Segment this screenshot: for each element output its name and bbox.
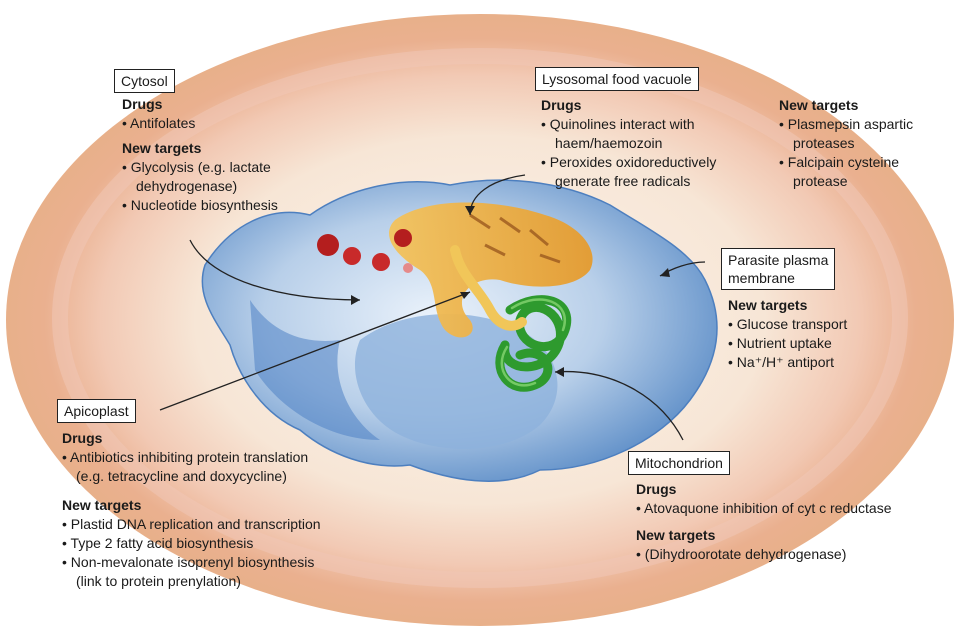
lysosomal-drug-line-1: haem/haemozoin: [541, 134, 716, 153]
mitochondrion-drug-line-0: • Atovaquone inhibition of cyt c reducta…: [636, 499, 892, 518]
lysosomal-drugs-heading: Drugs: [541, 96, 716, 115]
apicoplast-target-line-0: • Plastid DNA replication and transcript…: [62, 515, 321, 534]
apicoplast-target-line-1: • Type 2 fatty acid biosynthesis: [62, 534, 321, 553]
plasma-membrane-target-line-0: • Glucose transport: [728, 315, 847, 334]
lysosomal-drug-line-2: • Peroxides oxidoreductively: [541, 153, 716, 172]
lysosomal-target-line-2: • Falcipain cysteine: [779, 153, 913, 172]
apicoplast-drugs-heading: Drugs: [62, 429, 321, 448]
plasma-membrane-label-line-1: membrane: [728, 269, 828, 287]
apicoplast-drug-line-0: • Antibiotics inhibiting protein transla…: [62, 448, 321, 467]
lysosomal-drug-line-3: generate free radicals: [541, 172, 716, 191]
apicoplast-targets-heading: New targets: [62, 496, 321, 515]
lysosomal-target-line-3: protease: [779, 172, 913, 191]
cytosol-label: Cytosol: [114, 69, 175, 93]
mitochondrion-text: Drugs • Atovaquone inhibition of cyt c r…: [636, 480, 892, 564]
cytosol-drug-0: • Antifolates: [122, 114, 278, 133]
lysosomal-target-line-1: proteases: [779, 134, 913, 153]
apicoplast-drugs-text: Drugs • Antibiotics inhibiting protein t…: [62, 429, 321, 591]
cytosol-drugs-heading: Drugs: [122, 95, 278, 114]
lysosomal-drugs-text: Drugs • Quinolines interact with haem/ha…: [541, 96, 716, 191]
mitochondrion-drugs-heading: Drugs: [636, 480, 892, 499]
plasma-membrane-target-line-1: • Nutrient uptake: [728, 334, 847, 353]
plasma-membrane-text: New targets • Glucose transport • Nutrie…: [728, 296, 847, 372]
mitochondrion-target-line-0: • (Dihydroorotate dehydrogenase): [636, 545, 892, 564]
cytosol-text: Drugs • Antifolates New targets • Glycol…: [122, 95, 278, 215]
cytosol-target-line-1: dehydrogenase): [122, 177, 278, 196]
plasma-membrane-targets-heading: New targets: [728, 296, 847, 315]
apicoplast-target-line-2: • Non-mevalonate isoprenyl biosynthesis: [62, 553, 321, 572]
apicoplast-label: Apicoplast: [57, 399, 136, 423]
mitochondrion-label: Mitochondrion: [628, 451, 730, 475]
lysosomal-drug-line-0: • Quinolines interact with: [541, 115, 716, 134]
plasma-membrane-label-line-0: Parasite plasma: [728, 251, 828, 269]
plasma-membrane-target-line-2: • Na⁺/H⁺ antiport: [728, 353, 847, 372]
cytosol-targets-heading: New targets: [122, 139, 278, 158]
apicoplast-drug-line-1: (e.g. tetracycline and doxycycline): [62, 467, 321, 486]
cytosol-target-line-2: • Nucleotide biosynthesis: [122, 196, 278, 215]
lysosomal-targets-heading: New targets: [779, 96, 913, 115]
lysosomal-label: Lysosomal food vacuole: [535, 67, 699, 91]
mitochondrion-targets-heading: New targets: [636, 526, 892, 545]
cytosol-target-line-0: • Glycolysis (e.g. lactate: [122, 158, 278, 177]
lysosomal-targets-text: New targets • Plasmepsin aspartic protea…: [779, 96, 913, 191]
apicoplast-target-line-3: (link to protein prenylation): [62, 572, 321, 591]
lysosomal-target-line-0: • Plasmepsin aspartic: [779, 115, 913, 134]
plasma-membrane-label: Parasite plasma membrane: [721, 248, 835, 290]
